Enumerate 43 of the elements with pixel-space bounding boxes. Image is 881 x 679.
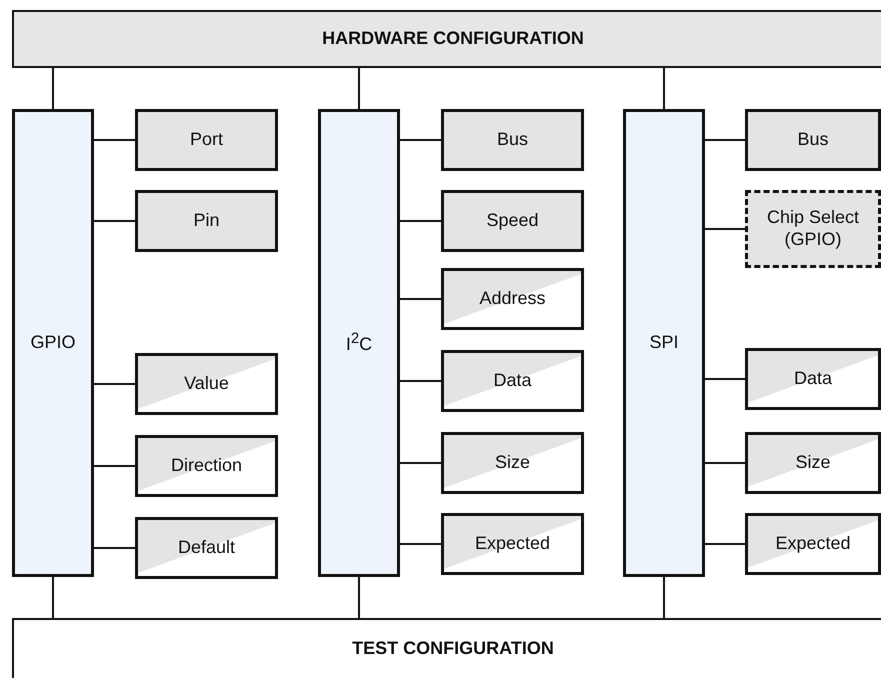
parameter-box: Default xyxy=(135,517,278,579)
connector-line xyxy=(52,577,54,618)
parameter-box: Data xyxy=(745,348,881,410)
connector-line xyxy=(705,228,745,230)
interface-column: I$^{2}$C xyxy=(318,109,400,577)
connector-line xyxy=(94,465,135,467)
connector-line xyxy=(400,139,441,141)
parameter-box: Data xyxy=(441,350,584,412)
parameter-box: Pin xyxy=(135,190,278,252)
connector-line xyxy=(94,547,135,549)
connector-line xyxy=(94,139,135,141)
parameter-box: Size xyxy=(745,432,881,494)
connector-line xyxy=(358,577,360,618)
optional-parameter-box: Chip Select (GPIO) xyxy=(745,190,881,268)
connector-line xyxy=(705,543,745,545)
parameter-box: Address xyxy=(441,268,584,330)
parameter-box: Expected xyxy=(441,513,584,575)
connector-line xyxy=(663,577,665,618)
connector-line xyxy=(52,68,54,109)
connector-line xyxy=(705,462,745,464)
parameter-box: Size xyxy=(441,432,584,494)
connector-line xyxy=(663,68,665,109)
connector-line xyxy=(94,220,135,222)
connector-line xyxy=(400,220,441,222)
parameter-box: Direction xyxy=(135,435,278,497)
parameter-box: Port xyxy=(135,109,278,171)
connector-line xyxy=(705,378,745,380)
parameter-box: Speed xyxy=(441,190,584,252)
section-band: HARDWARE CONFIGURATION xyxy=(12,10,881,68)
parameter-box: Bus xyxy=(441,109,584,171)
interface-column: SPI xyxy=(623,109,705,577)
connector-line xyxy=(94,383,135,385)
parameter-box: Expected xyxy=(745,513,881,575)
parameter-box: Bus xyxy=(745,109,881,171)
connector-line xyxy=(400,380,441,382)
connector-line xyxy=(400,543,441,545)
connector-line xyxy=(705,139,745,141)
interface-column: GPIO xyxy=(12,109,94,577)
connector-line xyxy=(400,298,441,300)
parameter-box: Value xyxy=(135,353,278,415)
connector-line xyxy=(358,68,360,109)
section-band: TEST CONFIGURATION xyxy=(12,618,881,678)
connector-line xyxy=(400,462,441,464)
